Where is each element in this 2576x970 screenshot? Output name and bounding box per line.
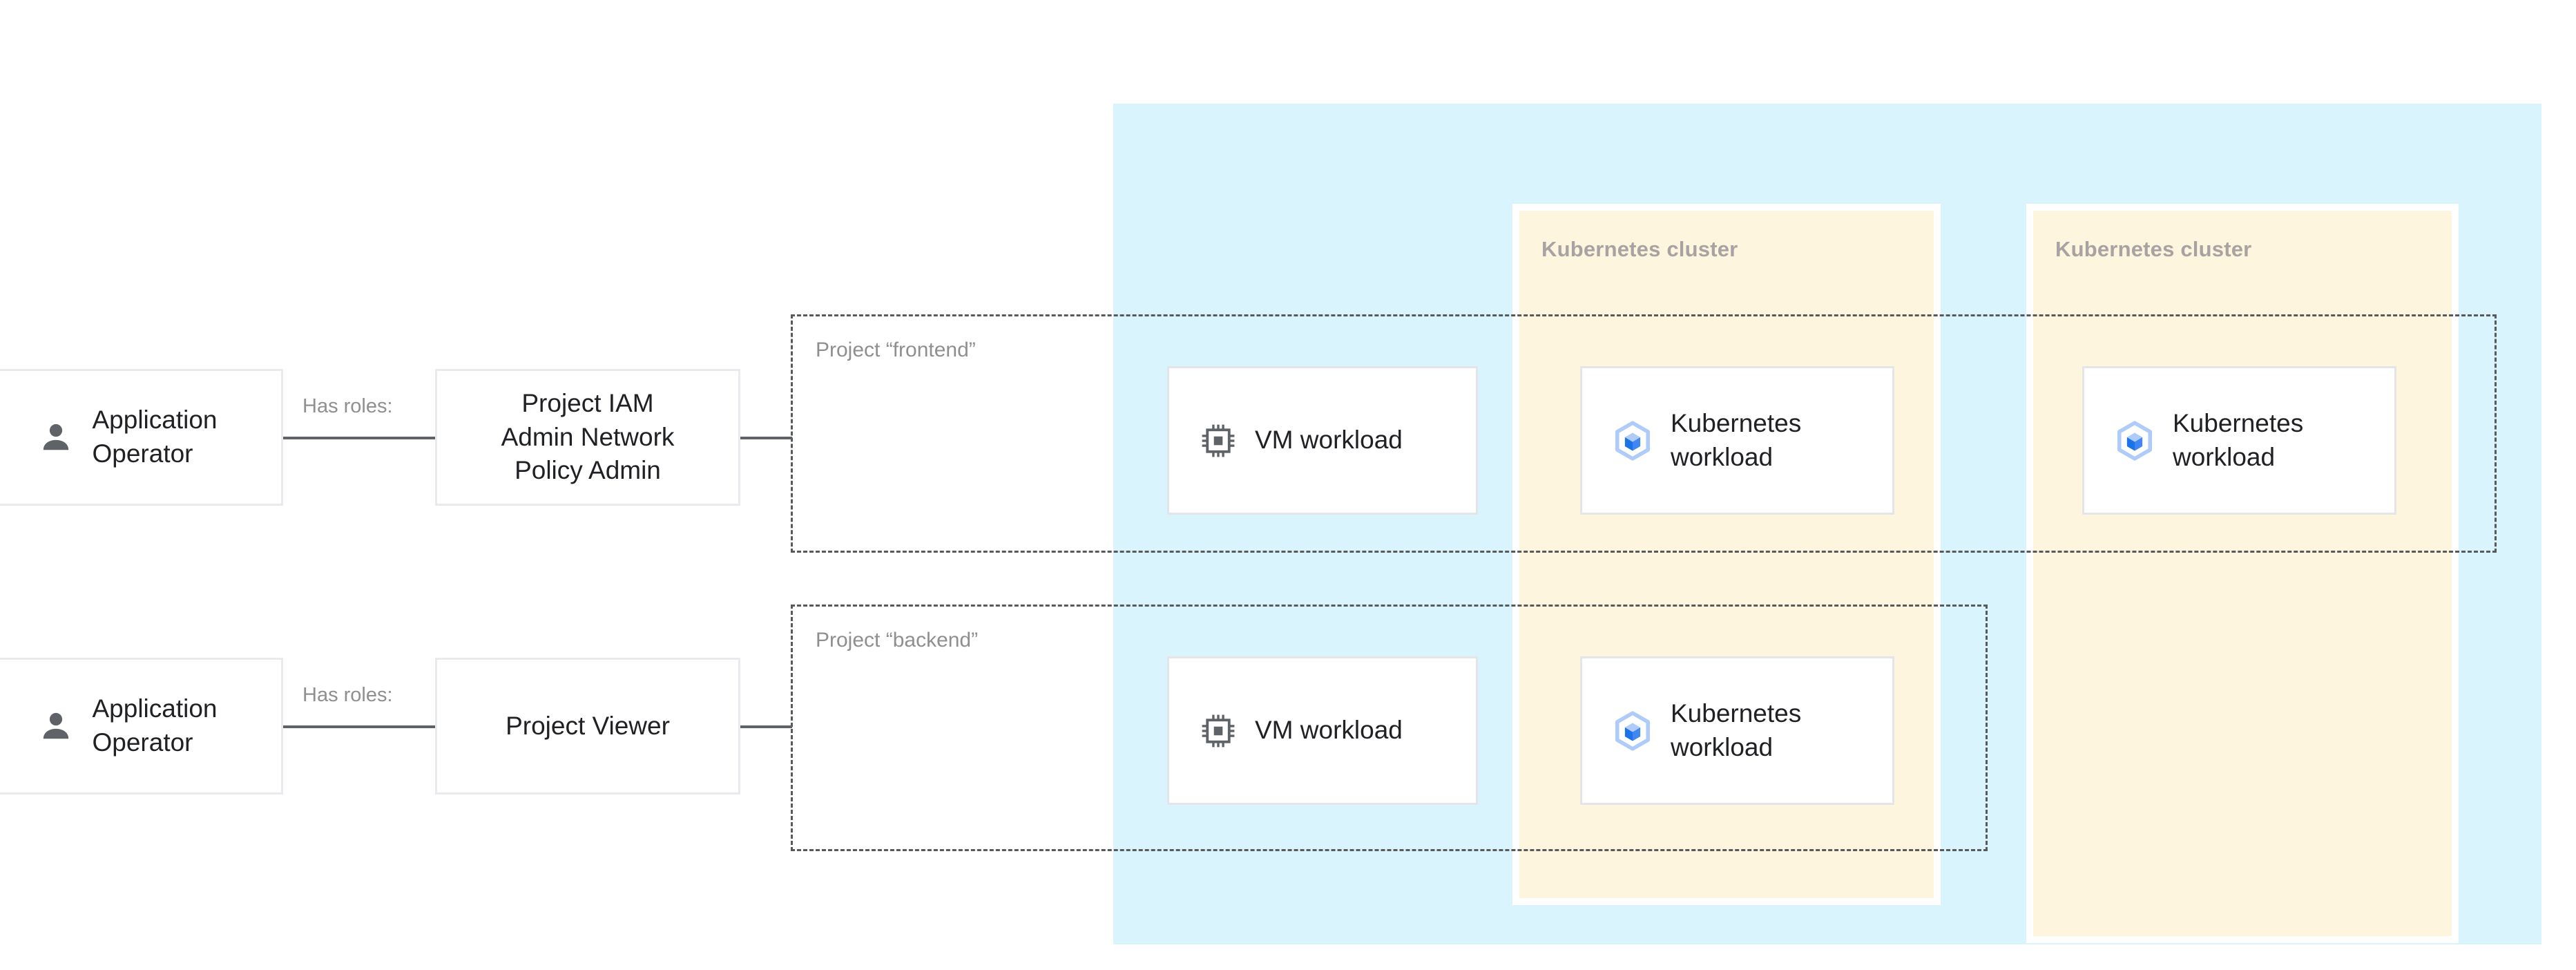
vm-workload-card-backend[interactable]: VM workload	[1167, 656, 1478, 805]
project-backend-label: Project “backend”	[816, 629, 979, 652]
person-icon	[44, 424, 69, 450]
edge-caption-has-roles-1: Has roles:	[302, 395, 393, 417]
kubernetes-cluster-2-label: Kubernetes cluster	[2055, 237, 2252, 261]
role-box-project-viewer[interactable]: Project Viewer	[435, 658, 740, 795]
cpu-chip-icon	[1202, 424, 1235, 457]
kubernetes-icon	[1615, 710, 1651, 751]
connector-role-to-project-1	[739, 437, 792, 439]
project-frontend-frame: Project “frontend”	[791, 314, 2497, 553]
vm-workload-label: VM workload	[1255, 426, 1403, 455]
person-icon	[44, 712, 69, 739]
role-label: Project Viewer	[506, 711, 670, 740]
kubernetes-icon	[2117, 420, 2153, 461]
cpu-chip-icon	[1202, 714, 1235, 747]
kubernetes-cluster-1-label: Kubernetes cluster	[1541, 237, 1738, 261]
connector-actor-to-role-1	[283, 437, 436, 439]
vm-workload-card-frontend[interactable]: VM workload	[1167, 366, 1478, 515]
kubernetes-cluster-2: Kubernetes cluster	[2033, 211, 2452, 936]
connector-actor-to-role-2	[283, 725, 436, 728]
vm-workload-label: VM workload	[1255, 716, 1403, 745]
connector-role-to-project-2	[739, 725, 792, 728]
edge-caption-has-roles-2: Has roles:	[302, 684, 393, 706]
kubernetes-icon	[1615, 420, 1651, 461]
project-frontend-label: Project “frontend”	[816, 339, 976, 361]
